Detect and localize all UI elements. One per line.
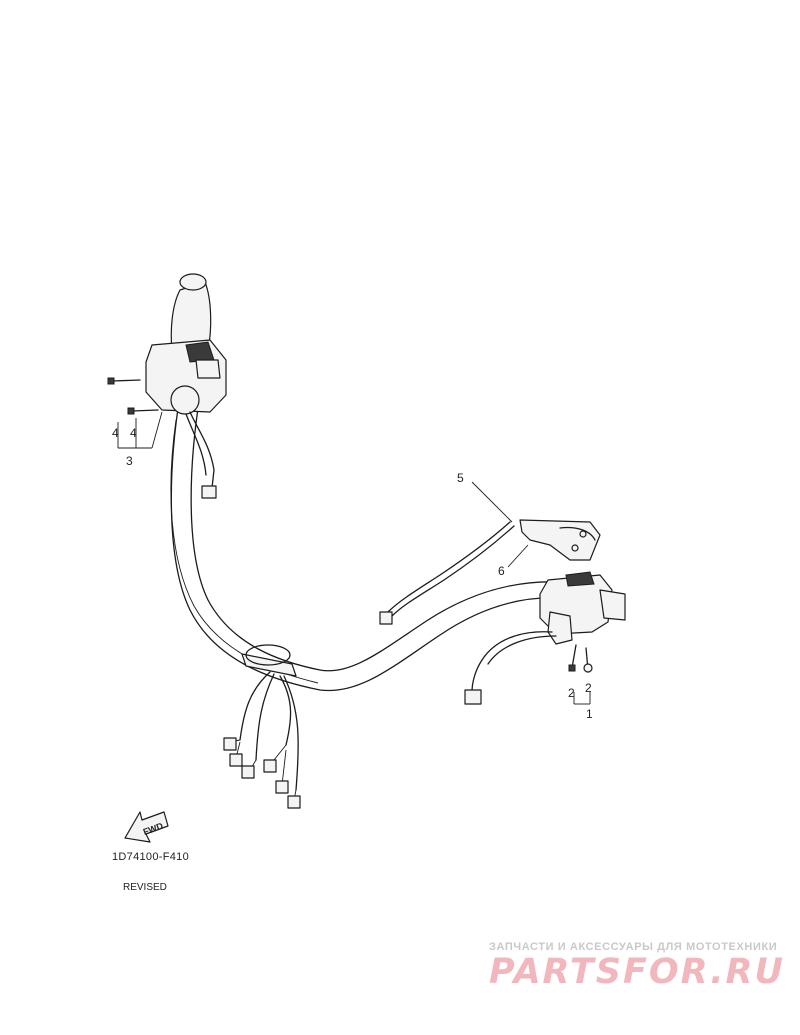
callout-2-left: 2 — [568, 686, 575, 700]
switch-bracket — [519, 519, 601, 561]
handlebar-tube — [170, 394, 561, 692]
screw-right-1 — [568, 644, 577, 672]
watermark-tagline: ЗАПЧАСТИ И АКСЕССУАРЫ ДЛЯ МОТОТЕХНИКИ — [489, 941, 778, 953]
left-grip — [170, 273, 212, 351]
callout-3: 3 — [126, 454, 133, 468]
callout-2-right: 2 — [585, 681, 592, 695]
revision-note: REVISED — [123, 882, 167, 893]
left-handlebar-switch — [145, 339, 227, 415]
brake-switch-lead — [379, 521, 515, 625]
screw-upper — [107, 377, 141, 385]
right-handlebar-switch — [539, 571, 626, 645]
callout-1: 1 — [586, 707, 593, 721]
left-switch-lead — [185, 411, 217, 499]
main-harness-branches — [223, 671, 301, 809]
watermark-logo: PARTSFOR.RU — [489, 952, 785, 992]
screw-right-2 — [583, 647, 593, 673]
connector-f — [287, 795, 301, 809]
callout-leaders — [117, 411, 591, 705]
brake-lead-connector — [379, 611, 393, 625]
connector-d — [263, 759, 277, 773]
left-switch-connector — [201, 485, 217, 499]
screw-lower — [127, 407, 159, 415]
connector-a — [223, 737, 237, 751]
figure-code: 1D74100-F410 — [112, 851, 189, 863]
callout-5: 5 — [457, 471, 464, 485]
harness-clamp — [241, 644, 297, 677]
connector-b — [229, 753, 243, 767]
connector-e — [275, 780, 289, 794]
callout-4-lower: 4 — [130, 426, 137, 440]
callout-6: 6 — [498, 564, 505, 578]
fwd-arrow: FWD — [124, 811, 169, 843]
callout-4-upper: 4 — [112, 426, 119, 440]
connector-c — [241, 765, 255, 779]
right-switch-connector — [464, 689, 482, 705]
right-switch-lead — [464, 631, 557, 705]
